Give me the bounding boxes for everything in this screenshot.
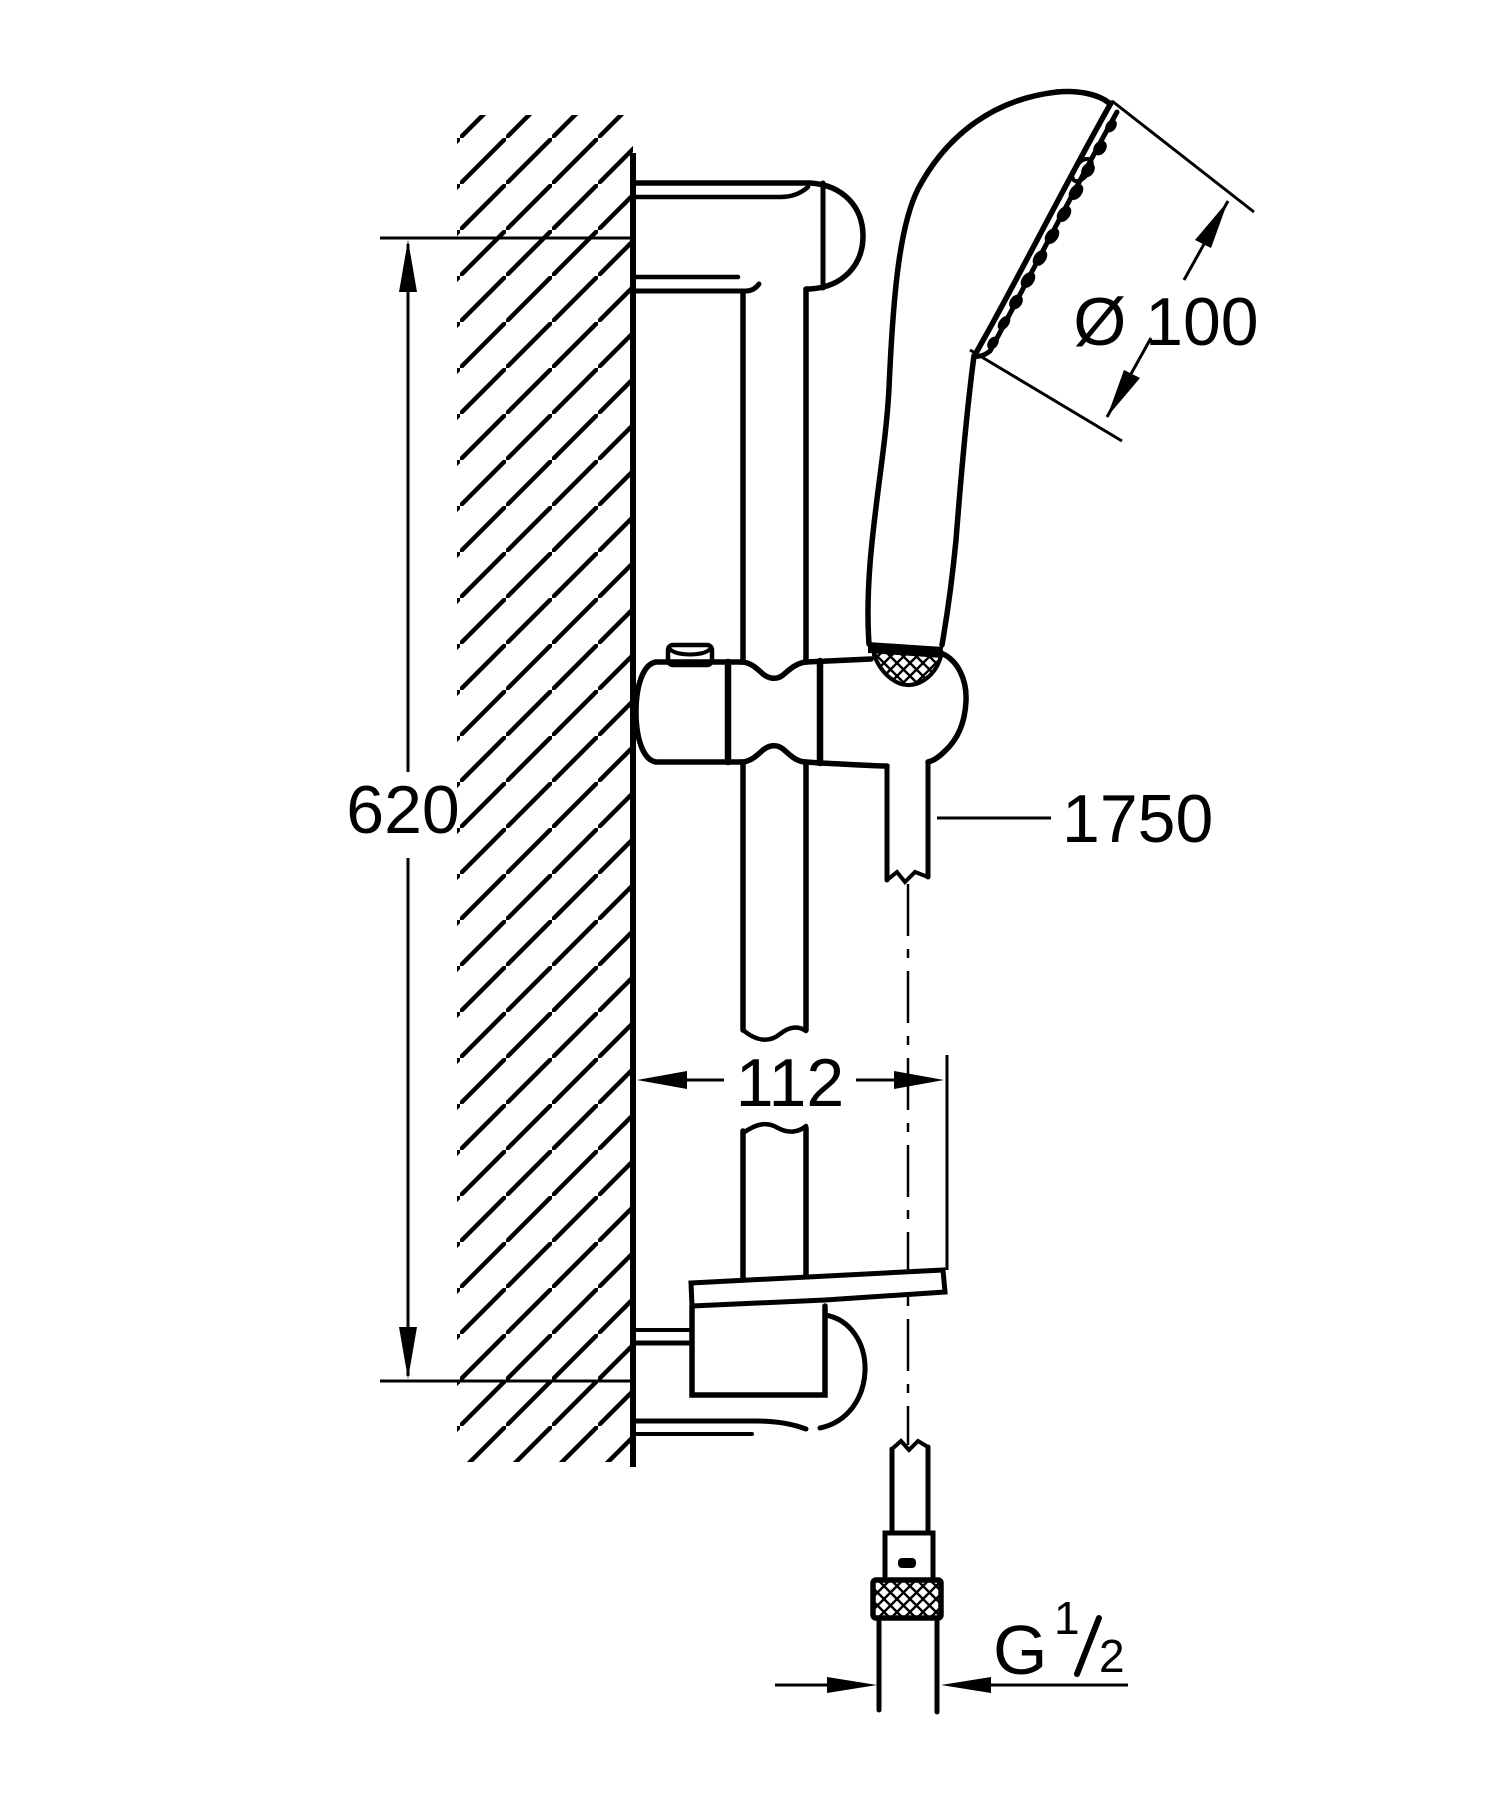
dim-100-extension-top	[1111, 99, 1255, 214]
slider-top-right	[803, 656, 874, 665]
dimension-g12	[775, 1615, 1128, 1693]
slider-knob	[665, 642, 715, 668]
dim-620-arrow-down	[399, 1327, 417, 1379]
dim-112-arrow-left	[637, 1071, 687, 1089]
top-bracket	[630, 180, 866, 294]
dim-g12-arrow-right	[941, 1677, 991, 1693]
dim-112-label: 112	[736, 1045, 844, 1121]
handle-connector	[868, 642, 943, 688]
dim-100-arrow-down	[1107, 370, 1140, 417]
shower-rail	[740, 287, 809, 1284]
hose-nut-knurled	[870, 1577, 944, 1621]
slider-left-cap	[633, 659, 659, 765]
wall	[457, 115, 636, 1467]
spray-nozzles	[987, 119, 1117, 350]
hand-shower	[865, 88, 1120, 648]
rail-break-upper	[740, 1025, 809, 1042]
wall-hatch	[457, 115, 633, 1462]
top-bracket-inner-line	[630, 184, 811, 200]
hose-lower-break	[890, 1438, 930, 1453]
head-face-inner-line	[971, 100, 1114, 359]
hose-upper-break	[885, 869, 930, 885]
dim-g12-numerator: 1	[1054, 1592, 1080, 1644]
slider-holder	[633, 642, 969, 769]
dim-100-label: Ø 100	[1073, 284, 1258, 360]
dim-620-label: 620	[346, 772, 459, 848]
dimension-112	[637, 1055, 949, 1270]
handle-right-edge	[939, 353, 977, 648]
dim-112-arrow-right	[894, 1071, 944, 1089]
hose-lower	[870, 1438, 944, 1715]
bottom-bracket-cap	[817, 1312, 868, 1431]
dimension-620	[380, 236, 633, 1383]
dim-1750-label: 1750	[1062, 781, 1213, 857]
slider-top-saddle	[738, 659, 809, 681]
dim-g12-letter: G	[993, 1611, 1047, 1689]
slider-bottom-saddle	[738, 743, 809, 765]
handle-left-edge	[865, 89, 1060, 647]
slider-knob-top-line	[669, 648, 711, 657]
handle-knurled-nut	[872, 646, 943, 688]
hose-upper	[884, 759, 931, 885]
top-bracket-outline	[630, 180, 866, 292]
rail-break-lower	[740, 1121, 809, 1136]
dim-620-arrow-up	[399, 240, 417, 292]
dim-g12-fraction-slash	[1074, 1615, 1102, 1677]
soap-dish-tray	[688, 1267, 948, 1309]
dimension-100	[969, 99, 1255, 443]
soap-dish-body	[689, 1303, 828, 1398]
hose-collar-mark	[898, 1558, 916, 1568]
dim-100-arrow-up	[1195, 201, 1228, 248]
dim-g12-arrow-left	[827, 1677, 877, 1693]
dim-g12-denominator: 2	[1099, 1630, 1125, 1682]
dim-100-extension-bottom	[969, 348, 1123, 443]
top-bracket-bottom-line2	[630, 281, 762, 294]
bottom-assembly	[630, 1267, 948, 1436]
hose-collar	[882, 1530, 936, 1583]
slider-swivel-lobe	[925, 650, 969, 765]
bottom-bracket-bottom1	[630, 1418, 809, 1432]
head-top-arc	[1054, 88, 1112, 106]
